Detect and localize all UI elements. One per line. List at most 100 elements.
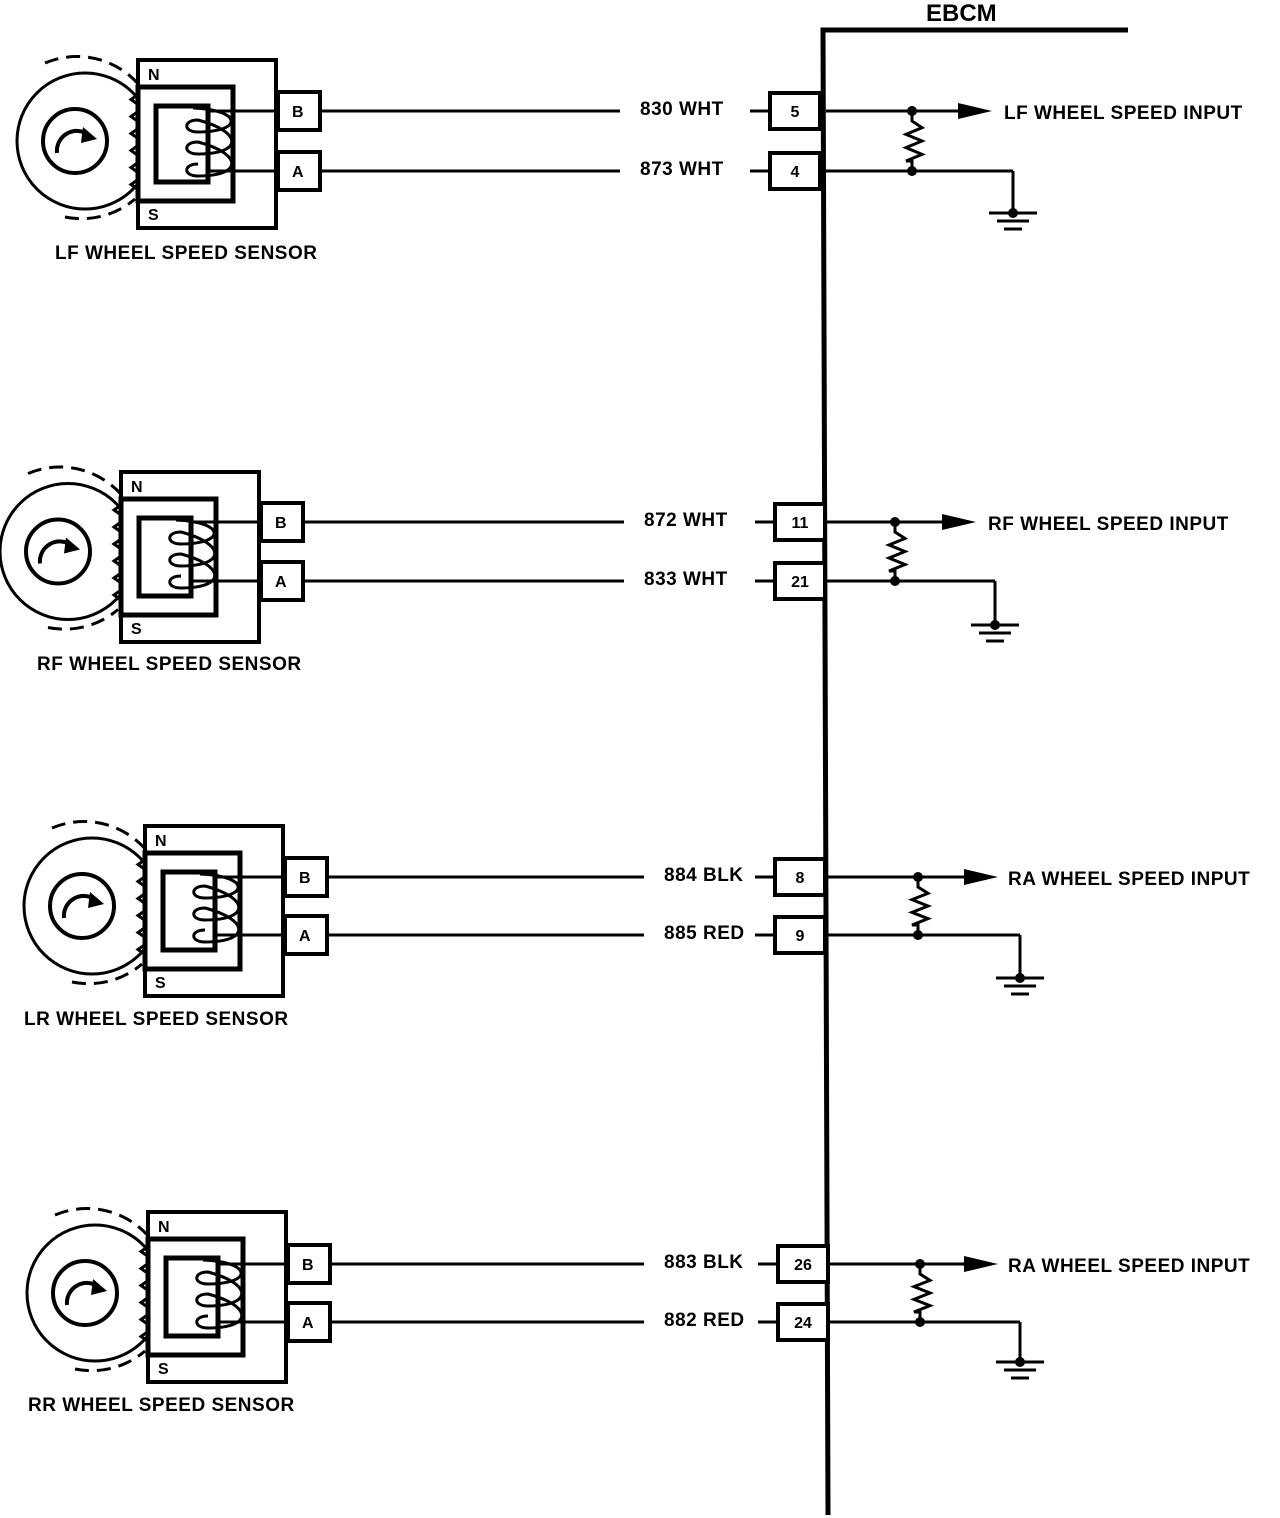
pickup-coil	[168, 518, 216, 590]
terminal-b-box	[286, 1243, 332, 1285]
resistor-icon	[902, 111, 926, 171]
sensor-name-label: LR WHEEL SPEED SENSOR	[24, 1009, 289, 1030]
ebcm-pin-b-number: 11	[792, 515, 809, 532]
wheel-speed-sensor: N S B A RR WHEEL SPEED SENSOR	[25, 1207, 332, 1416]
ground-icon	[996, 973, 1044, 996]
ground-icon	[971, 620, 1019, 643]
ebcm-pin-a-box	[773, 915, 827, 955]
terminal-a-label: A	[275, 574, 287, 591]
pickup-coil	[192, 872, 240, 944]
pole-south-label: S	[148, 207, 159, 224]
wheel-speed-input-label: LF WHEEL SPEED INPUT	[1004, 103, 1243, 124]
signal-arrow-icon	[958, 103, 992, 119]
pickup-coil	[195, 1258, 243, 1330]
pole-north-label: N	[148, 67, 160, 84]
wire-b-label: 872 WHT	[644, 510, 728, 531]
terminal-a-label: A	[292, 164, 304, 181]
rotation-dashed-arc	[74, 1349, 146, 1373]
pole-north-label: N	[131, 479, 143, 496]
sensor-circuit: N S B A LR WHEEL SPEED SENSOR 884 BLK 885 RED 8…	[22, 820, 1250, 1030]
sensor-name-label: RR WHEEL SPEED SENSOR	[28, 1395, 295, 1416]
wire-b-label: 830 WHT	[640, 99, 724, 120]
resistor-icon	[907, 877, 933, 935]
terminal-b-box	[283, 856, 329, 898]
wire-a-label: 873 WHT	[640, 159, 724, 180]
terminal-b-label: B	[275, 515, 287, 532]
terminal-b-label: B	[292, 104, 304, 121]
ebcm-boundary	[820, 27, 1128, 1516]
ebcm-pin-a-box	[776, 1302, 830, 1342]
rotation-arrowhead-icon	[81, 127, 97, 143]
rotation-dashed-arc	[44, 55, 142, 87]
ground-icon	[996, 1357, 1044, 1380]
wire-a-label: 885 RED	[664, 923, 745, 944]
ebcm-pin-a-number: 24	[794, 1315, 812, 1332]
wheel-speed-sensor: N S B A LF WHEEL SPEED SENSOR	[15, 55, 322, 264]
ebcm-pin-b-box	[768, 91, 822, 131]
rotation-dashed-arc	[47, 608, 119, 631]
terminal-b-box	[259, 501, 305, 543]
pole-north-label: N	[155, 833, 167, 850]
wire-b-label: 884 BLK	[664, 865, 744, 886]
pole-south-label: S	[155, 975, 166, 992]
wheel-speed-sensor: N S B A RF WHEEL SPEED SENSOR	[0, 465, 305, 675]
hub-circle	[51, 1259, 119, 1327]
wire-a-label: 882 RED	[664, 1310, 745, 1331]
terminal-a-label: A	[302, 1315, 314, 1332]
terminal-a-label: A	[299, 928, 311, 945]
sensor-name-label: RF WHEEL SPEED SENSOR	[37, 654, 302, 675]
sensor-circuit: N S B A LF WHEEL SPEED SENSOR 830 WHT 873 WHT 5…	[15, 55, 1243, 264]
hub-circle	[41, 107, 109, 175]
sensor-circuit: N S B A RF WHEEL SPEED SENSOR 872 WHT 833 WHT 1…	[0, 465, 1229, 675]
rotation-dashed-arc	[54, 1207, 152, 1239]
wheel-speed-sensor: N S B A LR WHEEL SPEED SENSOR	[22, 820, 329, 1030]
pole-south-label: S	[158, 1361, 169, 1378]
ebcm-pin-b-box	[776, 1244, 830, 1284]
sensor-name-label: LF WHEEL SPEED SENSOR	[55, 243, 317, 264]
terminal-b-label: B	[299, 870, 311, 887]
ebcm-pin-a-box	[768, 151, 822, 191]
hub-circle	[24, 517, 92, 586]
ebcm-title: EBCM	[926, 0, 997, 27]
wire-b-label: 883 BLK	[664, 1252, 744, 1273]
ebcm-pin-b-number: 8	[796, 870, 805, 887]
rotation-arrowhead-icon	[91, 1279, 107, 1295]
pole-south-label: S	[131, 621, 142, 638]
signal-arrow-icon	[964, 1256, 998, 1272]
ebcm-pin-b-box	[773, 502, 827, 542]
signal-arrow-icon	[942, 514, 976, 530]
pole-piece-inner	[160, 869, 218, 953]
terminal-a-box	[259, 560, 305, 602]
pole-piece-inner	[136, 515, 194, 599]
ebcm-pin-b-number: 26	[794, 1257, 812, 1274]
ground-icon	[989, 208, 1037, 231]
resistor-icon	[909, 1264, 935, 1322]
ebcm-pin-b-box	[773, 857, 827, 897]
rotation-dashed-arc	[27, 465, 125, 498]
terminal-b-label: B	[302, 1257, 314, 1274]
rotation-arrowhead-icon	[64, 537, 80, 554]
wheel-speed-input-label: RF WHEEL SPEED INPUT	[988, 514, 1229, 535]
wheel-speed-input-label: RA WHEEL SPEED INPUT	[1008, 1256, 1250, 1277]
pole-piece-inner	[153, 103, 211, 185]
pole-north-label: N	[158, 1219, 170, 1236]
sensor-circuit: N S B A RR WHEEL SPEED SENSOR 883 BLK 882 RED 2…	[25, 1207, 1250, 1416]
rotation-dashed-arc	[51, 820, 149, 852]
pickup-coil	[185, 106, 233, 178]
ebcm-pin-a-number: 9	[796, 928, 805, 945]
terminal-a-box	[286, 1301, 332, 1343]
signal-arrow-icon	[964, 869, 998, 885]
rotation-arrowhead-icon	[88, 892, 104, 908]
ebcm-pin-a-number: 21	[791, 574, 809, 591]
wheel-speed-input-label: RA WHEEL SPEED INPUT	[1008, 869, 1250, 890]
wire-a-label: 833 WHT	[644, 569, 728, 590]
rotation-dashed-arc	[71, 962, 143, 986]
hub-circle	[48, 872, 116, 940]
ebcm-module: EBCM	[820, 0, 1128, 1516]
resistor-icon	[885, 522, 909, 581]
ebcm-pin-a-box	[773, 561, 827, 601]
ebcm-pin-b-number: 5	[791, 104, 800, 121]
ebcm-pin-a-number: 4	[791, 164, 800, 181]
rotation-dashed-arc	[64, 197, 136, 221]
